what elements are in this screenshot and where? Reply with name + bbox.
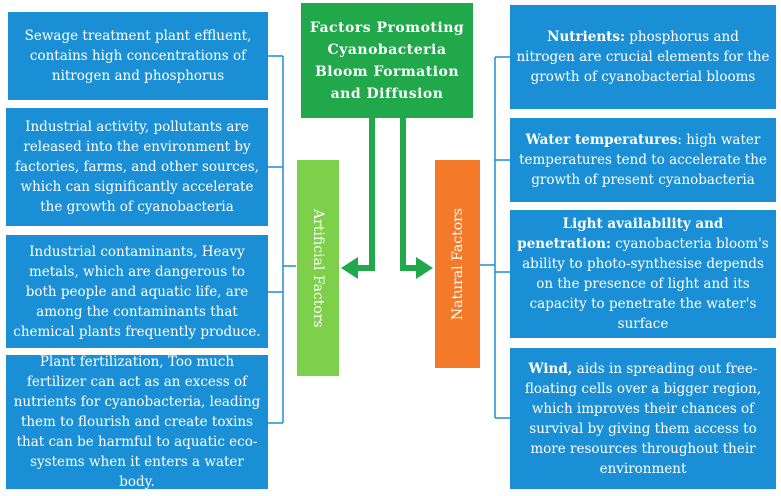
natural-factors-column: Natural Factors	[435, 160, 480, 368]
natural-factor-box: Nutrients: phosphorus and nitrogen are c…	[510, 5, 776, 109]
artificial-factor-box: Industrial activity, pollutants are rele…	[6, 108, 268, 226]
box-text: Nutrients: phosphorus and nitrogen are c…	[516, 27, 770, 87]
box-text: Light availability and penetration: cyan…	[516, 214, 770, 334]
box-body: : high water temperatures tend to accele…	[519, 132, 767, 188]
box-text: Sewage treatment plant effluent, contain…	[24, 28, 252, 84]
box-text: Water temperatures: high water temperatu…	[516, 130, 770, 190]
box-heading: Nutrients:	[547, 29, 625, 45]
natural-factor-box: Light availability and penetration: cyan…	[510, 210, 776, 338]
box-text: Industrial activity, pollutants are rele…	[15, 119, 259, 215]
natural-factor-box: Water temperatures: high water temperatu…	[510, 118, 776, 202]
box-body: phosphorus and nitrogen are crucial elem…	[516, 29, 770, 85]
box-heading: Light availability and penetration:	[517, 216, 724, 252]
artificial-factors-column: Artificial Factors	[297, 160, 339, 376]
arrowhead-left	[341, 257, 358, 279]
box-heading: Water temperatures	[525, 132, 678, 148]
box-body: aids in spreading out free-floating cell…	[524, 360, 762, 477]
arrow-to-artificial	[356, 118, 375, 271]
arrow-to-natural	[400, 118, 418, 271]
artificial-factor-box: Sewage treatment plant effluent, contain…	[8, 12, 268, 100]
box-heading: Wind,	[528, 360, 573, 377]
box-body: cyanobacteria bloom's ability to photo-s…	[522, 236, 769, 332]
page-title: Factors Promoting Cyanobacteria Bloom Fo…	[309, 19, 465, 102]
box-text: Plant fertilization, Too much fertilizer…	[13, 354, 261, 490]
artificial-factors-label: Artificial Factors	[310, 208, 326, 328]
box-text: Wind, aids in spreading out free-floatin…	[516, 359, 770, 479]
artificial-factor-box: Plant fertilization, Too much fertilizer…	[6, 354, 268, 490]
artificial-factor-box: Industrial contaminants, Heavy metals, w…	[6, 235, 268, 348]
box-text: Industrial contaminants, Heavy metals, w…	[13, 243, 261, 340]
title-box: Factors Promoting Cyanobacteria Bloom Fo…	[301, 3, 473, 118]
natural-factors-label: Natural Factors	[449, 207, 466, 321]
arrowhead-right	[416, 257, 433, 279]
natural-factor-box: Wind, aids in spreading out free-floatin…	[510, 348, 776, 489]
